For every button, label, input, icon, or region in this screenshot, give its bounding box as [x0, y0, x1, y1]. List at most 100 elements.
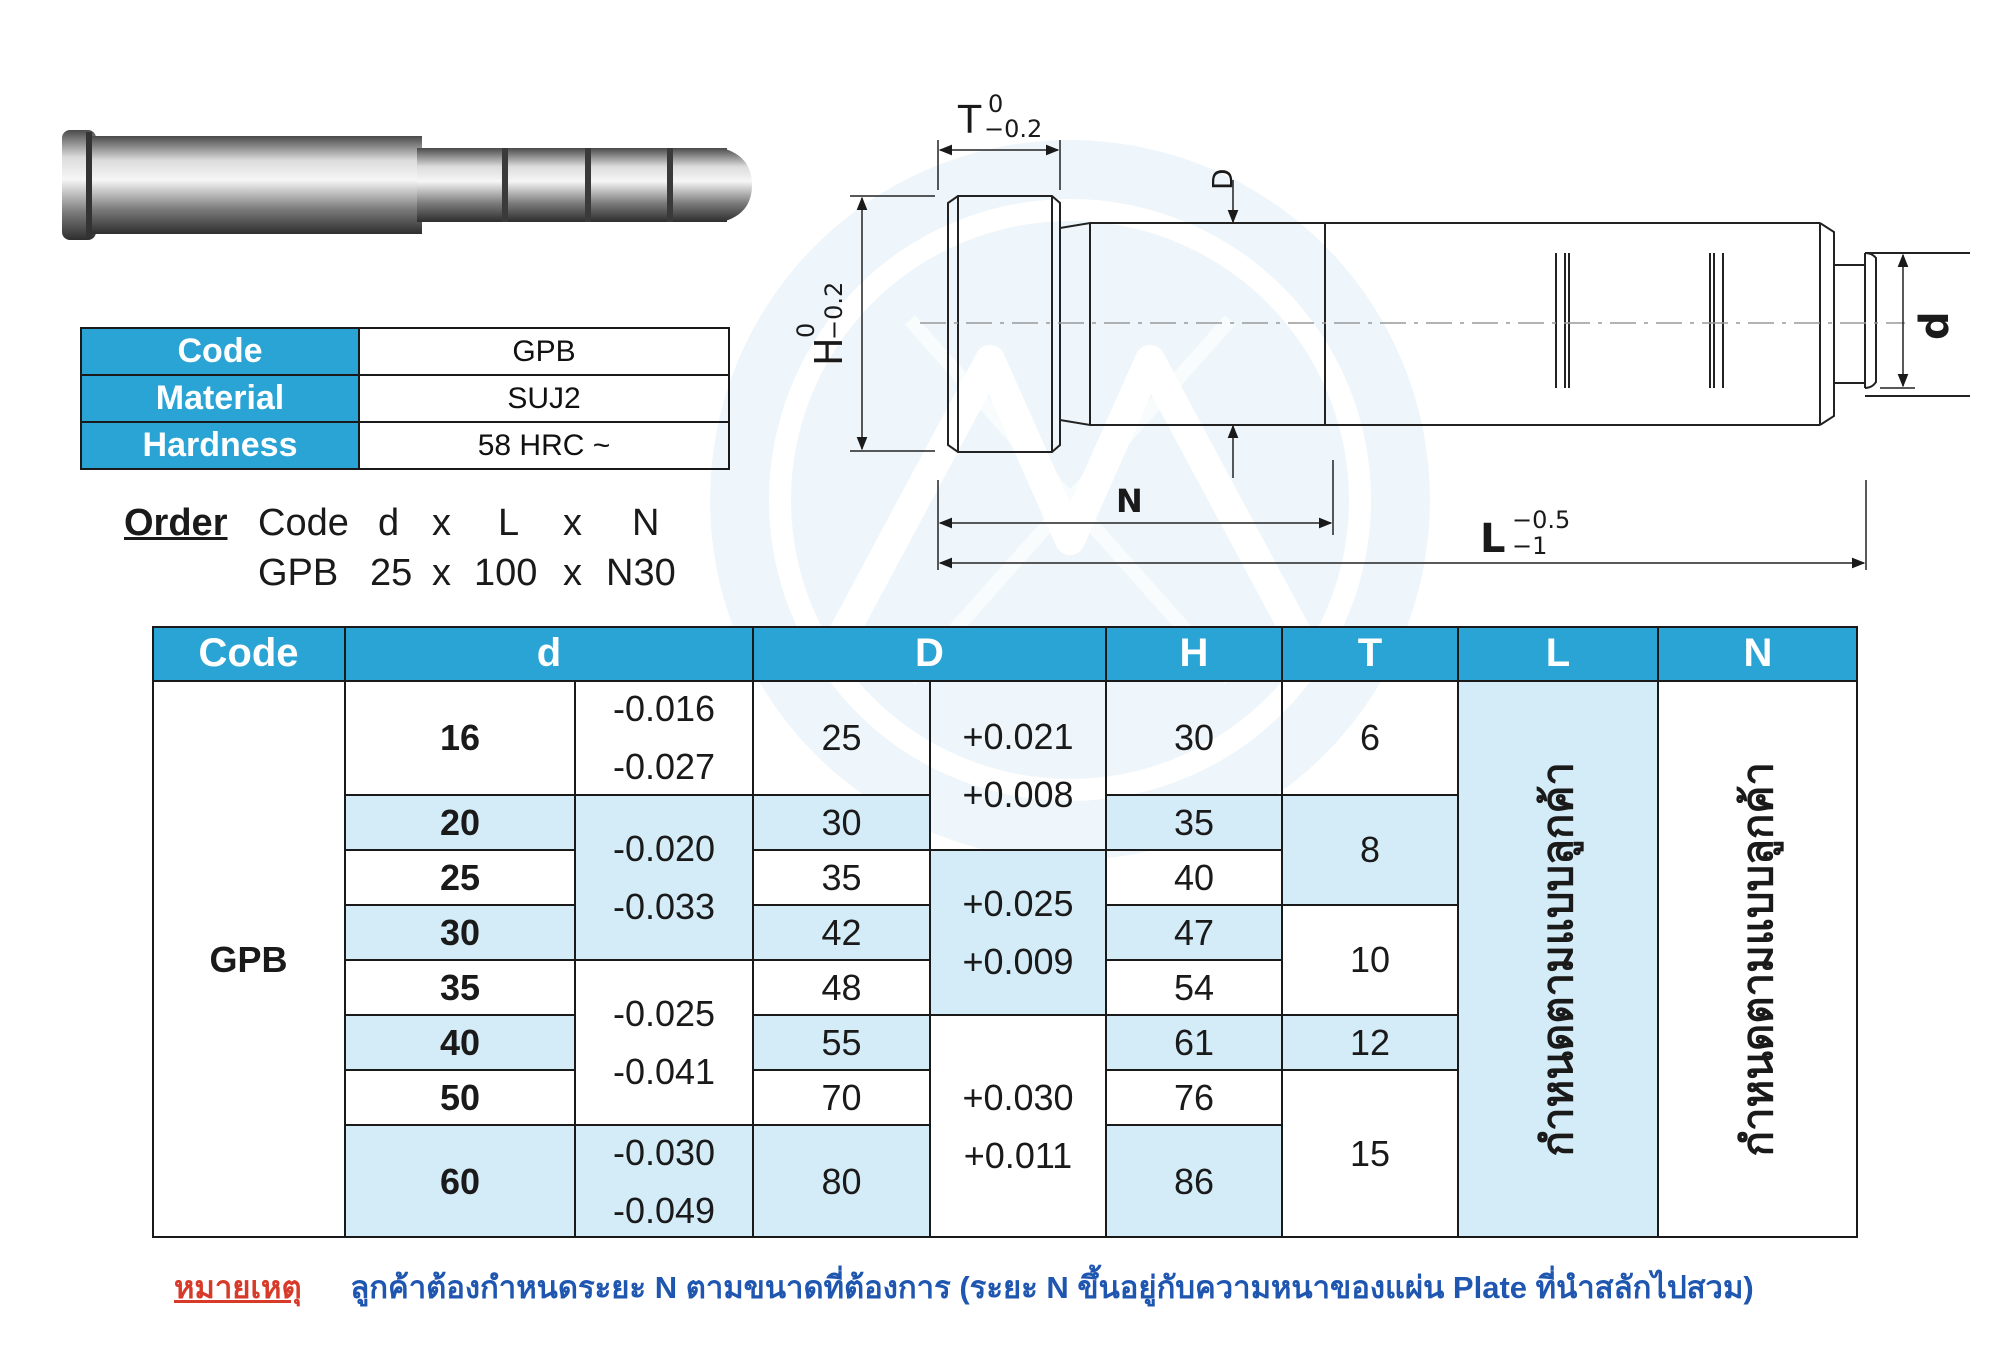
tolerance-upper: +0.021 — [962, 715, 1074, 757]
t-value: 15 — [1349, 1133, 1391, 1174]
guide-pin-photo — [62, 130, 752, 240]
h-value: 76 — [1173, 1076, 1215, 1118]
technical-drawing — [947, 195, 1970, 453]
label-l-upper: −0.5 — [1512, 506, 1570, 534]
order-format-l: L — [498, 502, 520, 544]
label-n: N — [1116, 482, 1143, 520]
tolerance-upper: +0.025 — [962, 882, 1074, 924]
spec-row-code: Code GPB — [80, 327, 730, 376]
l-column: กำหนดตามแบบลูกค้า — [1458, 681, 1658, 1238]
dimension-table: Code d D H T L N GPB 16 20 25 30 35 40 5… — [152, 626, 1858, 1238]
spec-value: GPB — [358, 327, 730, 376]
order-example-code: GPB — [258, 552, 339, 594]
big-d-tolerance: +0.025 +0.009 — [930, 850, 1106, 1015]
label-t-upper: 0 — [988, 90, 1003, 118]
tolerance-upper: -0.025 — [612, 992, 716, 1034]
header-code: Code — [152, 626, 345, 681]
d-value: 30 — [345, 905, 575, 960]
tolerance-upper: -0.030 — [612, 1131, 716, 1173]
h-value: 40 — [1173, 856, 1215, 898]
tolerance-upper: +0.030 — [962, 1076, 1074, 1118]
d-value: 20 — [345, 795, 575, 850]
tolerance-lower: -0.027 — [612, 746, 716, 787]
header-big-d: D — [753, 626, 1106, 681]
header-l: L — [1458, 626, 1658, 681]
order-example-n: N30 — [606, 552, 676, 594]
big-d-value: 30 — [753, 795, 930, 850]
order-title: Order — [124, 502, 228, 544]
d-tolerance: -0.016 -0.027 — [575, 681, 753, 795]
h-value: 30 — [1173, 717, 1215, 758]
order-format-code: Code — [258, 502, 349, 544]
d-value: 40 — [345, 1015, 575, 1070]
label-l-lower: −1 — [1512, 532, 1547, 560]
header-d: d — [345, 626, 753, 681]
spec-key: Material — [80, 374, 360, 423]
label-h-lower: −0.2 — [820, 282, 848, 340]
pin-tip-outline — [1555, 252, 1877, 389]
label-l: L — [1480, 516, 1506, 562]
label-d-big: D — [1206, 168, 1239, 190]
footnote-text: ลูกค้าต้องกำหนดระยะ N ตามขนาดที่ต้องการ … — [350, 1270, 1754, 1305]
order-example-d: 25 — [370, 552, 413, 594]
drawing-overlay: T 0 −0.2 H 0 −0.2 D d N L −0.5 −1 — [792, 90, 1958, 570]
order-example-x: x — [432, 552, 451, 594]
label-t-lower: −0.2 — [984, 115, 1042, 143]
tolerance-lower: -0.049 — [612, 1189, 716, 1231]
order-example-l: 100 — [474, 552, 538, 594]
footnote: หมายเหตุ ลูกค้าต้องกำหนดระยะ N ตามขนาดที… — [174, 1262, 1754, 1312]
spec-table: Code GPB Material SUJ2 Hardness 58 HRC ~ — [80, 327, 730, 470]
d-value: 25 — [439, 856, 481, 898]
header-t: T — [1282, 626, 1458, 681]
order-format-x: x — [563, 502, 582, 544]
d-tolerance: -0.030 -0.049 — [575, 1125, 753, 1238]
label-h-upper: 0 — [792, 323, 820, 338]
order-format-n: N — [632, 502, 660, 544]
tolerance-upper: -0.020 — [612, 827, 716, 869]
header-h: H — [1106, 626, 1282, 681]
t-value: 12 — [1282, 1015, 1458, 1070]
big-d-tolerance: +0.030 +0.011 — [930, 1015, 1106, 1238]
table-grid — [152, 626, 1858, 1238]
pin-outline — [947, 195, 1970, 453]
d-value: 60 — [345, 1125, 575, 1238]
d-value: 50 — [439, 1076, 481, 1118]
h-value: 47 — [1106, 905, 1282, 960]
t-value: 6 — [1359, 717, 1381, 758]
order-format-d: d — [378, 502, 400, 544]
header-n: N — [1658, 626, 1858, 681]
label-t: T — [957, 98, 982, 142]
spec-value: SUJ2 — [358, 374, 730, 423]
big-d-value: 55 — [753, 1015, 930, 1070]
spec-key: Code — [80, 327, 360, 376]
tolerance-lower: -0.033 — [612, 885, 716, 927]
big-d-tolerance: +0.021 +0.008 — [930, 681, 1106, 850]
tolerance-lower: +0.008 — [962, 773, 1074, 815]
d-value: 16 — [439, 717, 481, 758]
d-tolerance: -0.025 -0.041 — [575, 960, 753, 1125]
order-example-x: x — [563, 552, 582, 594]
h-value: 61 — [1106, 1015, 1282, 1070]
h-value: 86 — [1106, 1125, 1282, 1238]
d-tolerance: -0.020 -0.033 — [575, 795, 753, 960]
label-d-small: d — [1912, 311, 1958, 340]
label-h: H — [807, 337, 851, 366]
big-d-value: 42 — [753, 905, 930, 960]
spec-key: Hardness — [80, 421, 360, 470]
t-value: 10 — [1349, 939, 1391, 980]
spec-value: 58 HRC ~ — [358, 421, 730, 470]
big-d-value: 70 — [821, 1076, 862, 1118]
h-value: 35 — [1106, 795, 1282, 850]
tolerance-lower: +0.011 — [963, 1134, 1073, 1176]
big-d-value: 80 — [753, 1125, 930, 1238]
code-cell: GPB — [209, 938, 288, 980]
tolerance-lower: -0.041 — [612, 1050, 716, 1092]
tolerance-upper: -0.016 — [612, 688, 716, 729]
big-d-value: 35 — [821, 856, 862, 898]
h-value: 54 — [1173, 966, 1215, 1008]
tolerance-lower: +0.009 — [962, 940, 1074, 982]
order-format-x: x — [432, 502, 451, 544]
big-d-value: 25 — [821, 717, 862, 758]
big-d-value: 48 — [821, 966, 862, 1008]
t-value: 8 — [1282, 795, 1458, 905]
